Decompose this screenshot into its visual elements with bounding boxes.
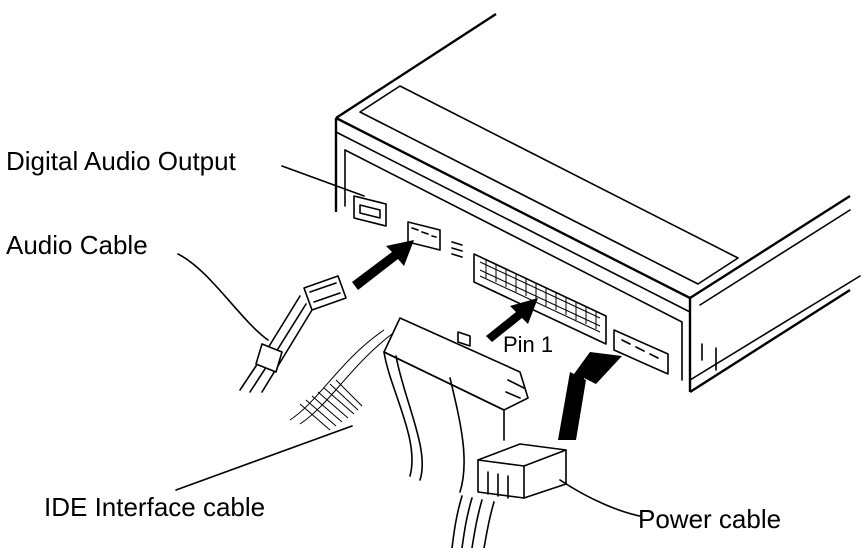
jumper-pins xyxy=(451,241,463,258)
audio-cable xyxy=(239,275,347,393)
ide-cable-arrow xyxy=(486,298,538,342)
audio-cable-arrow xyxy=(352,240,414,290)
power-connector xyxy=(613,329,669,375)
audio-connector xyxy=(407,221,441,251)
power-cable xyxy=(451,443,567,548)
ide-ribbon-cable xyxy=(289,317,529,493)
label-power-cable: Power cable xyxy=(638,504,782,534)
label-pin1: Pin 1 xyxy=(503,332,554,357)
leader-audio-cable xyxy=(177,253,269,341)
leader-lines xyxy=(175,165,641,517)
optical-drive xyxy=(334,12,861,394)
leader-digital-audio-output xyxy=(281,165,365,197)
ide-connector xyxy=(473,253,607,345)
leader-power-cable xyxy=(559,479,641,517)
label-digital-audio-output: Digital Audio Output xyxy=(6,146,236,176)
digital-audio-output-connector xyxy=(353,195,387,227)
leader-ide-cable xyxy=(175,425,353,491)
label-audio-cable: Audio Cable xyxy=(6,230,148,260)
label-ide-interface-cable: IDE Interface cable xyxy=(44,492,266,522)
power-cable-arrow xyxy=(556,352,622,440)
